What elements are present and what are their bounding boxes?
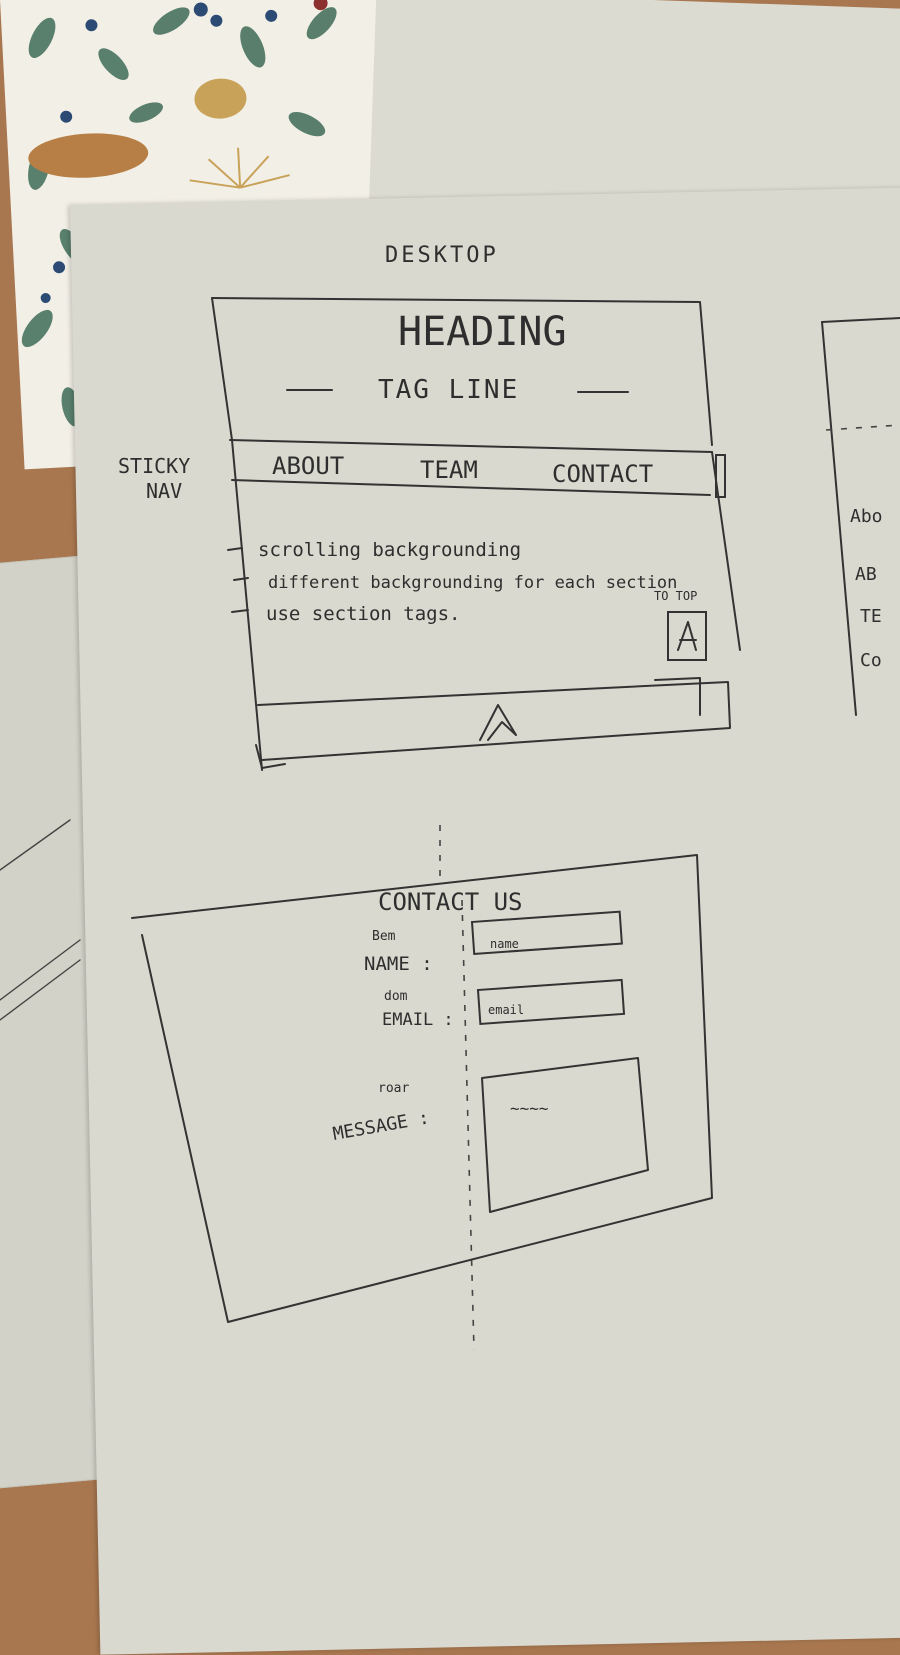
message-label: MESSAGE : (331, 1107, 431, 1145)
side-label-nav: NAV (146, 479, 182, 503)
name-small-label: Bem (372, 929, 396, 944)
page-title: DESKTOP (385, 243, 499, 268)
nav-item-team[interactable]: TEAM (420, 456, 478, 484)
note-1: scrolling backgrounding (258, 539, 521, 561)
message-small-label: roar (378, 1081, 409, 1096)
contact-title: CONTACT US (378, 888, 523, 916)
email-label: EMAIL : (382, 1010, 454, 1030)
to-top-button[interactable] (667, 611, 707, 661)
side-label-sticky: STICKY (118, 454, 190, 478)
wireframe-sketch: DESKTOP HEADING TAG LINE STICKY NAV ABOU… (0, 243, 900, 1351)
right-fragment-4: Co (860, 650, 882, 671)
note-2: different backgrounding for each section (268, 573, 677, 593)
wireframe-heading: HEADING (398, 309, 567, 355)
scrollbar (715, 454, 726, 498)
right-fragment-3: TE (860, 606, 882, 627)
name-placeholder: name (490, 937, 519, 951)
nav-item-about[interactable]: ABOUT (272, 452, 344, 480)
message-placeholder: ~~~~ (510, 1099, 549, 1118)
email-input[interactable] (476, 978, 626, 1025)
name-label: NAME : (364, 953, 433, 975)
wireframe-tagline: TAG LINE (378, 375, 519, 405)
right-fragment-1: Abo (850, 506, 883, 527)
message-textarea[interactable] (481, 1057, 649, 1213)
right-fragment-2: AB (855, 564, 877, 585)
nav-item-contact[interactable]: CONTACT (552, 460, 653, 488)
name-input[interactable] (470, 910, 623, 955)
to-top-label: TO TOP (654, 589, 697, 603)
email-small-label: dom (384, 989, 408, 1004)
footer-arrow-icon[interactable] (479, 704, 517, 741)
note-3: use section tags. (266, 603, 460, 625)
up-arrow-icon (677, 621, 697, 651)
email-placeholder: email (488, 1003, 524, 1017)
